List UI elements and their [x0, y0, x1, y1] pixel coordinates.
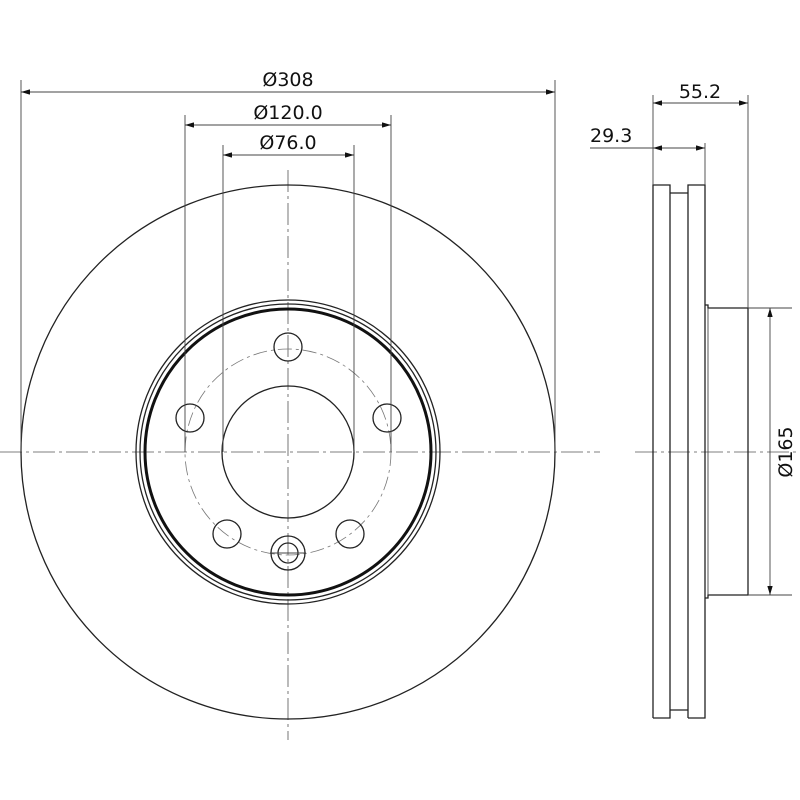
- bolt-hole: [273, 332, 303, 362]
- front-view: [0, 170, 600, 740]
- bolt-hole: [335, 519, 365, 549]
- hat-outer-ring: [135, 299, 441, 605]
- outer-diameter-label: Ø308: [262, 69, 313, 91]
- hat-profile: [705, 304, 749, 599]
- hat-diameter-label: Ø165: [775, 426, 797, 477]
- disc-inner-plate: [687, 184, 706, 719]
- center-bore-label: Ø76.0: [259, 132, 316, 154]
- side-dimensions: 55.2 29.3 Ø165: [590, 81, 797, 596]
- front-dimensions: Ø308 Ø120.0 Ø76.0: [20, 69, 556, 452]
- thickness-label: 29.3: [590, 125, 632, 147]
- bolt-hole: [175, 403, 205, 433]
- hat-inner-ring: [143, 307, 433, 597]
- bolt-circle-label: Ø120.0: [253, 102, 322, 124]
- bolt-hole: [212, 519, 242, 549]
- bolt-hole: [372, 403, 402, 433]
- hat-ring: [139, 303, 437, 601]
- height-label: 55.2: [679, 81, 721, 103]
- disc-outer-plate: [652, 184, 671, 719]
